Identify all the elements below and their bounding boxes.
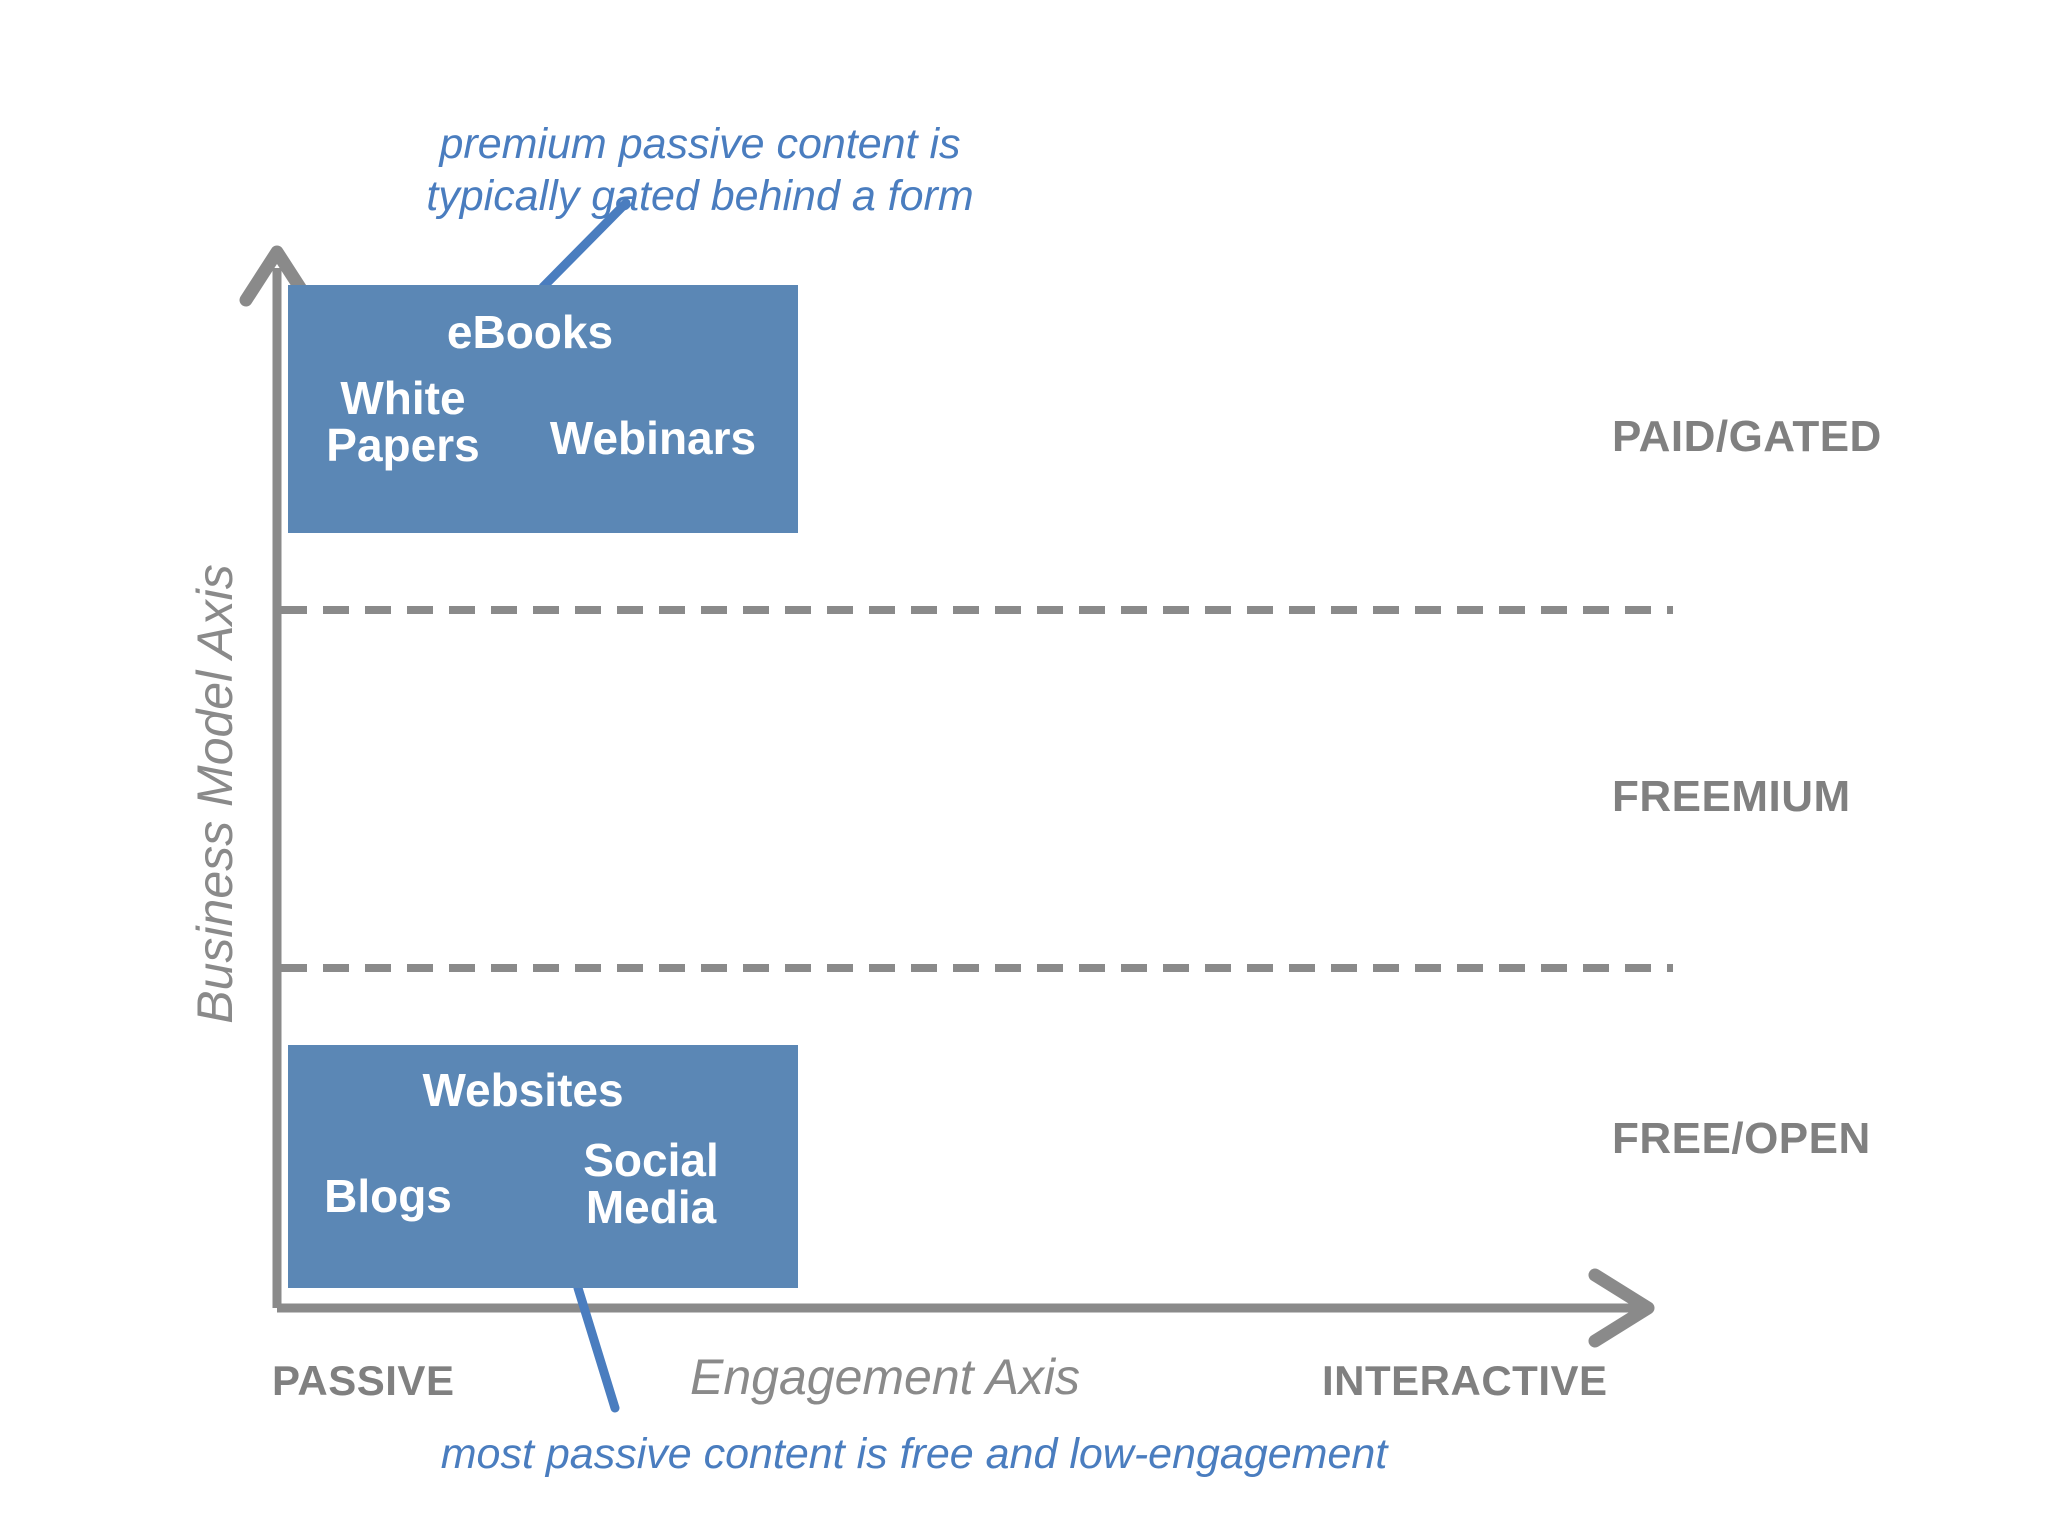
x-axis-label-passive: PASSIVE — [272, 1357, 455, 1404]
x-axis-title: Engagement Axis — [690, 1349, 1081, 1405]
content-item-websites: Websites — [422, 1064, 624, 1116]
tier-label-paid-gated: PAID/GATED — [1612, 412, 1882, 461]
y-axis-title: Business Model Axis — [187, 564, 243, 1024]
tier-label-free-open: FREE/OPEN — [1612, 1114, 1871, 1163]
content-item-social-media: Social Media — [583, 1134, 719, 1233]
tier-label-freemium: FREEMIUM — [1612, 772, 1851, 821]
x-axis-arrowhead — [1588, 1268, 1655, 1348]
content-item-webinars: Webinars — [549, 412, 757, 464]
x-axis-label-interactive: INTERACTIVE — [1322, 1357, 1608, 1404]
annotation-most-passive: most passive content is free and low-eng… — [440, 1430, 1388, 1478]
content-item-blogs: Blogs — [324, 1170, 452, 1222]
content-item-ebooks: eBooks — [446, 306, 614, 358]
content-item-white-papers: White Papers — [326, 372, 480, 471]
free-open-content-box[interactable]: Websites Blogs Social Media — [288, 1045, 798, 1288]
annotation-premium-passive: premium passive content is typically gat… — [426, 120, 974, 221]
annotation-bottom-leader — [573, 1283, 620, 1413]
paid-gated-content-box[interactable]: eBooks White Papers Webinars — [288, 285, 798, 533]
